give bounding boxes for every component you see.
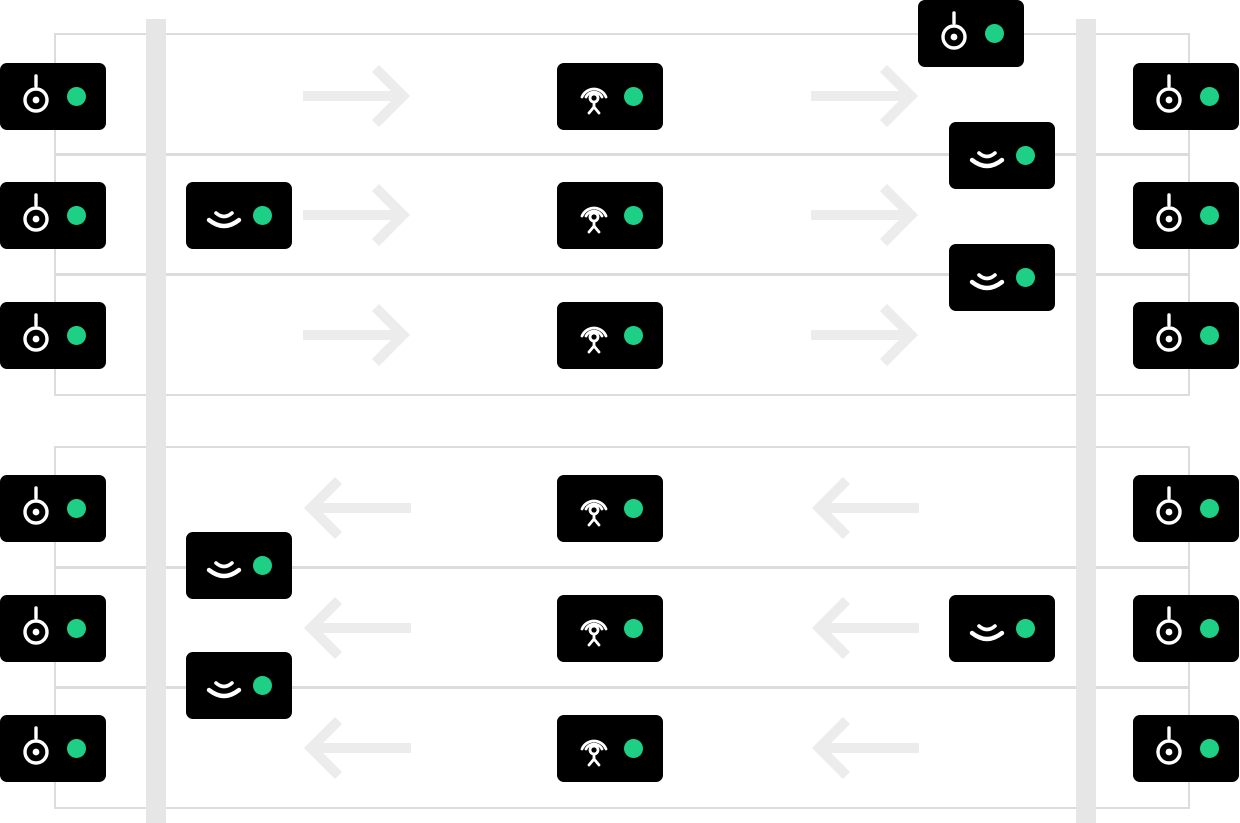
- arrow-left-icon: [811, 597, 919, 659]
- antenna-node[interactable]: [557, 63, 663, 130]
- arrow-left-icon: [303, 717, 411, 779]
- status-dot-icon: [624, 499, 643, 518]
- status-dot-icon: [67, 326, 86, 345]
- status-dot-icon: [67, 206, 86, 225]
- arrow-left-icon: [303, 597, 411, 659]
- status-dot-icon: [253, 556, 272, 575]
- status-dot-icon: [67, 619, 86, 638]
- status-dot-icon: [67, 87, 86, 106]
- antenna-node[interactable]: [557, 302, 663, 369]
- status-dot-icon: [1016, 146, 1035, 165]
- status-dot-icon: [253, 676, 272, 695]
- pin-sensor-icon: [1149, 725, 1195, 771]
- endpoint-node[interactable]: [918, 0, 1024, 67]
- antenna-node[interactable]: [557, 595, 663, 662]
- status-dot-icon: [624, 206, 643, 225]
- status-dot-icon: [624, 326, 643, 345]
- status-dot-icon: [1200, 499, 1219, 518]
- signal-arc-icon: [965, 605, 1011, 651]
- status-dot-icon: [253, 206, 272, 225]
- status-dot-icon: [1016, 268, 1035, 287]
- status-dot-icon: [1200, 619, 1219, 638]
- beacon-node[interactable]: [949, 244, 1055, 311]
- beacon-node[interactable]: [186, 532, 292, 599]
- status-dot-icon: [1016, 619, 1035, 638]
- endpoint-node[interactable]: [1133, 475, 1239, 542]
- status-dot-icon: [624, 739, 643, 758]
- pin-sensor-icon: [16, 312, 62, 358]
- beacon-node[interactable]: [949, 122, 1055, 189]
- status-dot-icon: [67, 499, 86, 518]
- pin-sensor-icon: [16, 192, 62, 238]
- status-dot-icon: [624, 619, 643, 638]
- endpoint-node[interactable]: [1133, 595, 1239, 662]
- endpoint-node[interactable]: [1133, 715, 1239, 782]
- broadcast-antenna-icon: [573, 312, 619, 358]
- beacon-node[interactable]: [186, 652, 292, 719]
- pin-sensor-icon: [16, 605, 62, 651]
- endpoint-node[interactable]: [1133, 302, 1239, 369]
- status-dot-icon: [1200, 739, 1219, 758]
- status-dot-icon: [67, 739, 86, 758]
- endpoint-node[interactable]: [0, 475, 106, 542]
- arrow-right-icon: [811, 304, 919, 366]
- endpoint-node[interactable]: [0, 302, 106, 369]
- status-dot-icon: [624, 87, 643, 106]
- antenna-node[interactable]: [557, 475, 663, 542]
- signal-arc-icon: [202, 192, 248, 238]
- arrow-right-icon: [303, 184, 411, 246]
- broadcast-antenna-icon: [573, 725, 619, 771]
- endpoint-node[interactable]: [0, 595, 106, 662]
- arrow-right-icon: [811, 184, 919, 246]
- left-rail: [146, 19, 166, 823]
- pin-sensor-icon: [934, 10, 980, 56]
- pin-sensor-icon: [16, 485, 62, 531]
- endpoint-node[interactable]: [1133, 63, 1239, 130]
- broadcast-antenna-icon: [573, 192, 619, 238]
- status-dot-icon: [1200, 326, 1219, 345]
- signal-arc-icon: [965, 132, 1011, 178]
- status-dot-icon: [985, 24, 1004, 43]
- pin-sensor-icon: [1149, 73, 1195, 119]
- arrow-left-icon: [811, 717, 919, 779]
- broadcast-antenna-icon: [573, 605, 619, 651]
- status-dot-icon: [1200, 87, 1219, 106]
- endpoint-node[interactable]: [0, 715, 106, 782]
- arrow-right-icon: [811, 65, 919, 127]
- pin-sensor-icon: [16, 725, 62, 771]
- status-dot-icon: [1200, 206, 1219, 225]
- pin-sensor-icon: [1149, 605, 1195, 651]
- pin-sensor-icon: [16, 73, 62, 119]
- antenna-node[interactable]: [557, 715, 663, 782]
- endpoint-node[interactable]: [1133, 182, 1239, 249]
- pin-sensor-icon: [1149, 485, 1195, 531]
- pin-sensor-icon: [1149, 192, 1195, 238]
- beacon-node[interactable]: [186, 182, 292, 249]
- endpoint-node[interactable]: [0, 63, 106, 130]
- beacon-node[interactable]: [949, 595, 1055, 662]
- arrow-left-icon: [303, 477, 411, 539]
- signal-arc-icon: [202, 662, 248, 708]
- signal-arc-icon: [965, 254, 1011, 300]
- broadcast-antenna-icon: [573, 485, 619, 531]
- arrow-right-icon: [303, 65, 411, 127]
- right-rail: [1076, 19, 1096, 823]
- broadcast-antenna-icon: [573, 73, 619, 119]
- arrow-left-icon: [811, 477, 919, 539]
- arrow-right-icon: [303, 304, 411, 366]
- signal-arc-icon: [202, 542, 248, 588]
- endpoint-node[interactable]: [0, 182, 106, 249]
- antenna-node[interactable]: [557, 182, 663, 249]
- pin-sensor-icon: [1149, 312, 1195, 358]
